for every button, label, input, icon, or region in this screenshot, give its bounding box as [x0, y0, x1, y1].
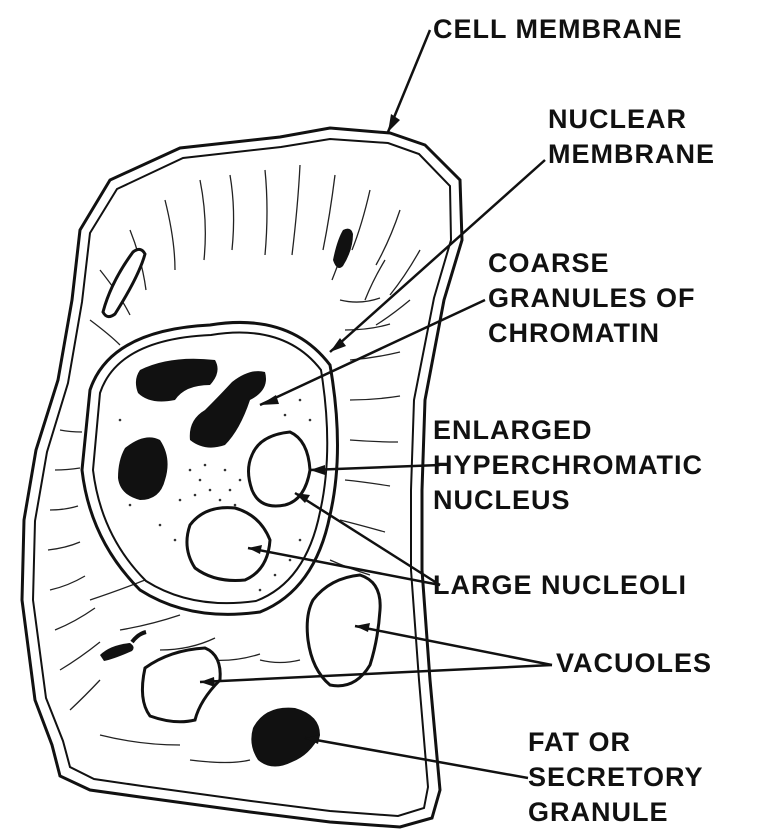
label-cell-membrane: CELL MEMBRANE	[433, 12, 683, 47]
label-nuclear-membrane: NUCLEAR MEMBRANE	[548, 102, 715, 172]
label-nucleus: ENLARGED HYPERCHROMATIC NUCLEUS	[433, 413, 703, 518]
chromatin-granules	[118, 359, 266, 500]
nucleoli	[187, 432, 310, 581]
cell-membrane-outer	[22, 128, 462, 827]
label-chromatin: COARSE GRANULES OF CHROMATIN	[488, 246, 696, 351]
label-nucleoli: LARGE NUCLEOLI	[433, 568, 687, 603]
label-vacuoles: VACUOLES	[556, 646, 712, 681]
label-secretory-granule: FAT OR SECRETORY GRANULE	[528, 725, 704, 830]
